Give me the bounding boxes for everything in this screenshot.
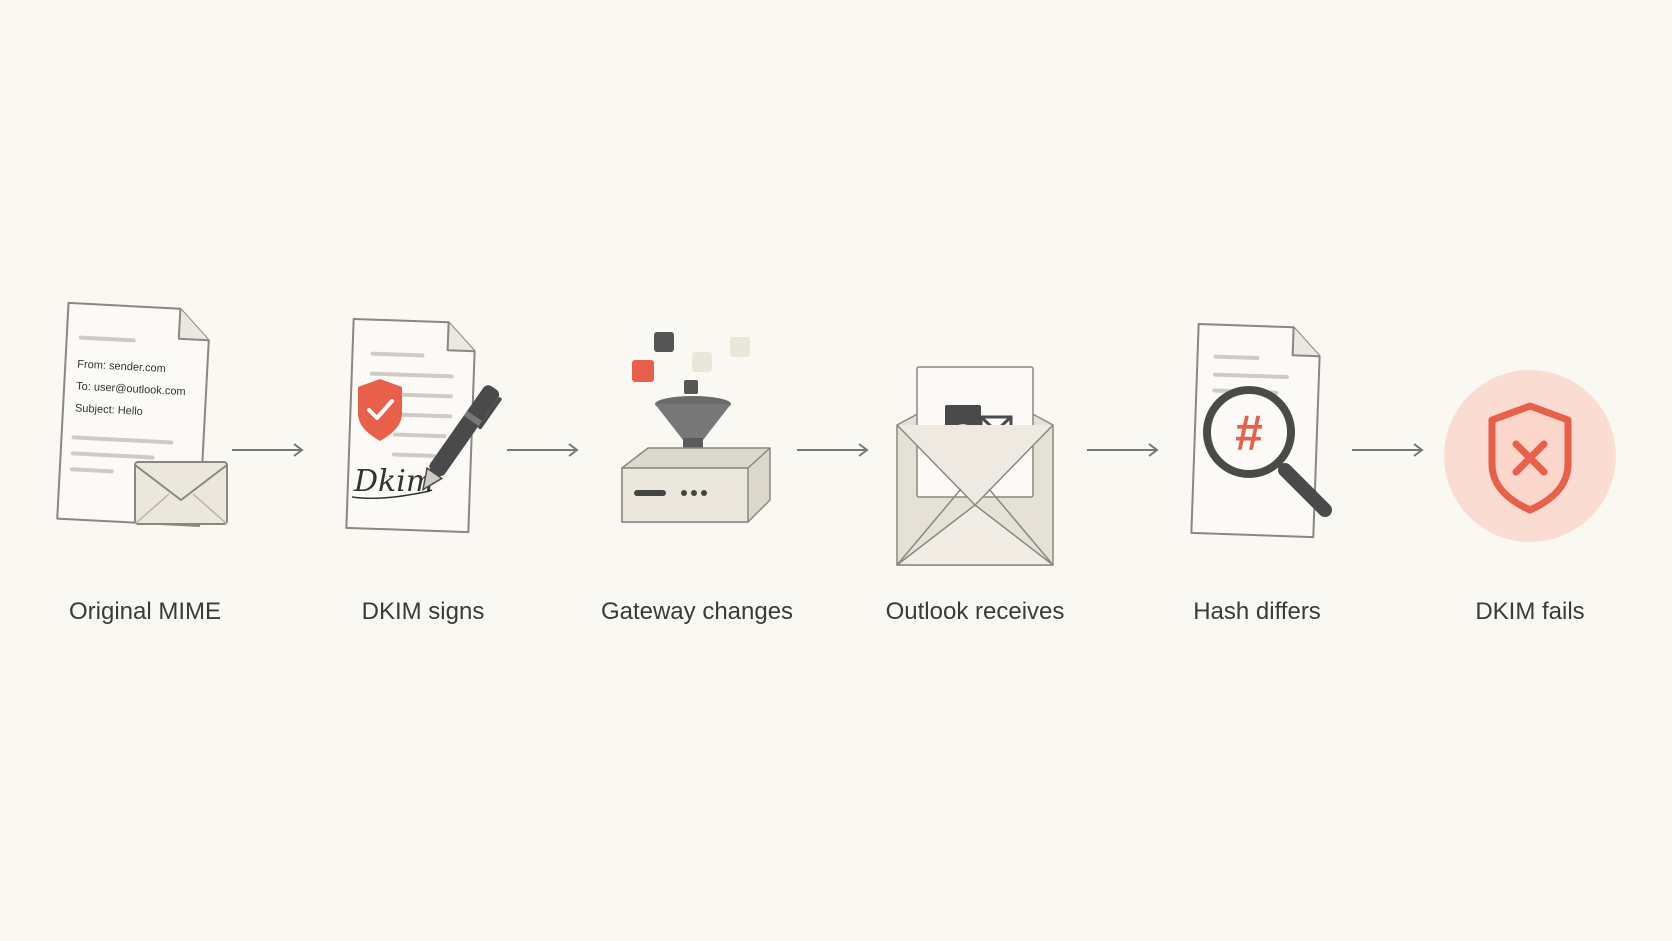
step-label: DKIM signs [361,598,485,625]
subject-header-text: Subject: Hello [75,402,143,418]
arrow-icon [232,443,304,457]
outlook-envelope-icon: O [896,366,1054,566]
step-dkim-signs: Dkim [340,315,520,555]
hash-symbol: # [1235,405,1263,461]
envelope-icon [134,461,228,525]
step-hash-differs: # [1185,320,1355,560]
shield-x-icon [1444,370,1616,542]
pen-icon [421,385,502,492]
signed-document-icon: Dkim [345,317,502,534]
step-label: Original MIME [68,598,222,625]
to-header-text: To: user@outlook.com [76,380,186,398]
from-header-text: From: sender.com [77,358,166,375]
hash-magnifier-icon: # [1190,322,1332,539]
step-dkim-fails [1440,368,1620,548]
step-label: DKIM fails [1475,598,1585,625]
document-envelope-icon: From: sender.com To: user@outlook.com Su… [56,301,228,528]
server-box-icon [621,447,771,523]
arrow-icon [507,443,579,457]
shield-check-icon [358,379,402,441]
arrow-icon [797,443,869,457]
magnifier-icon: # [1203,386,1332,517]
step-label: Outlook receives [885,598,1065,625]
gateway-funnel-icon [621,332,771,523]
step-outlook-receives: O [895,365,1075,566]
step-gateway-changes [620,330,790,560]
step-label: Hash differs [1193,598,1321,625]
arrow-icon [1352,443,1424,457]
step-original-mime: From: sender.com To: user@outlook.com Su… [55,300,255,570]
signature-text: Dkim [353,464,434,499]
arrow-icon [1087,443,1159,457]
step-label: Gateway changes [600,598,794,625]
